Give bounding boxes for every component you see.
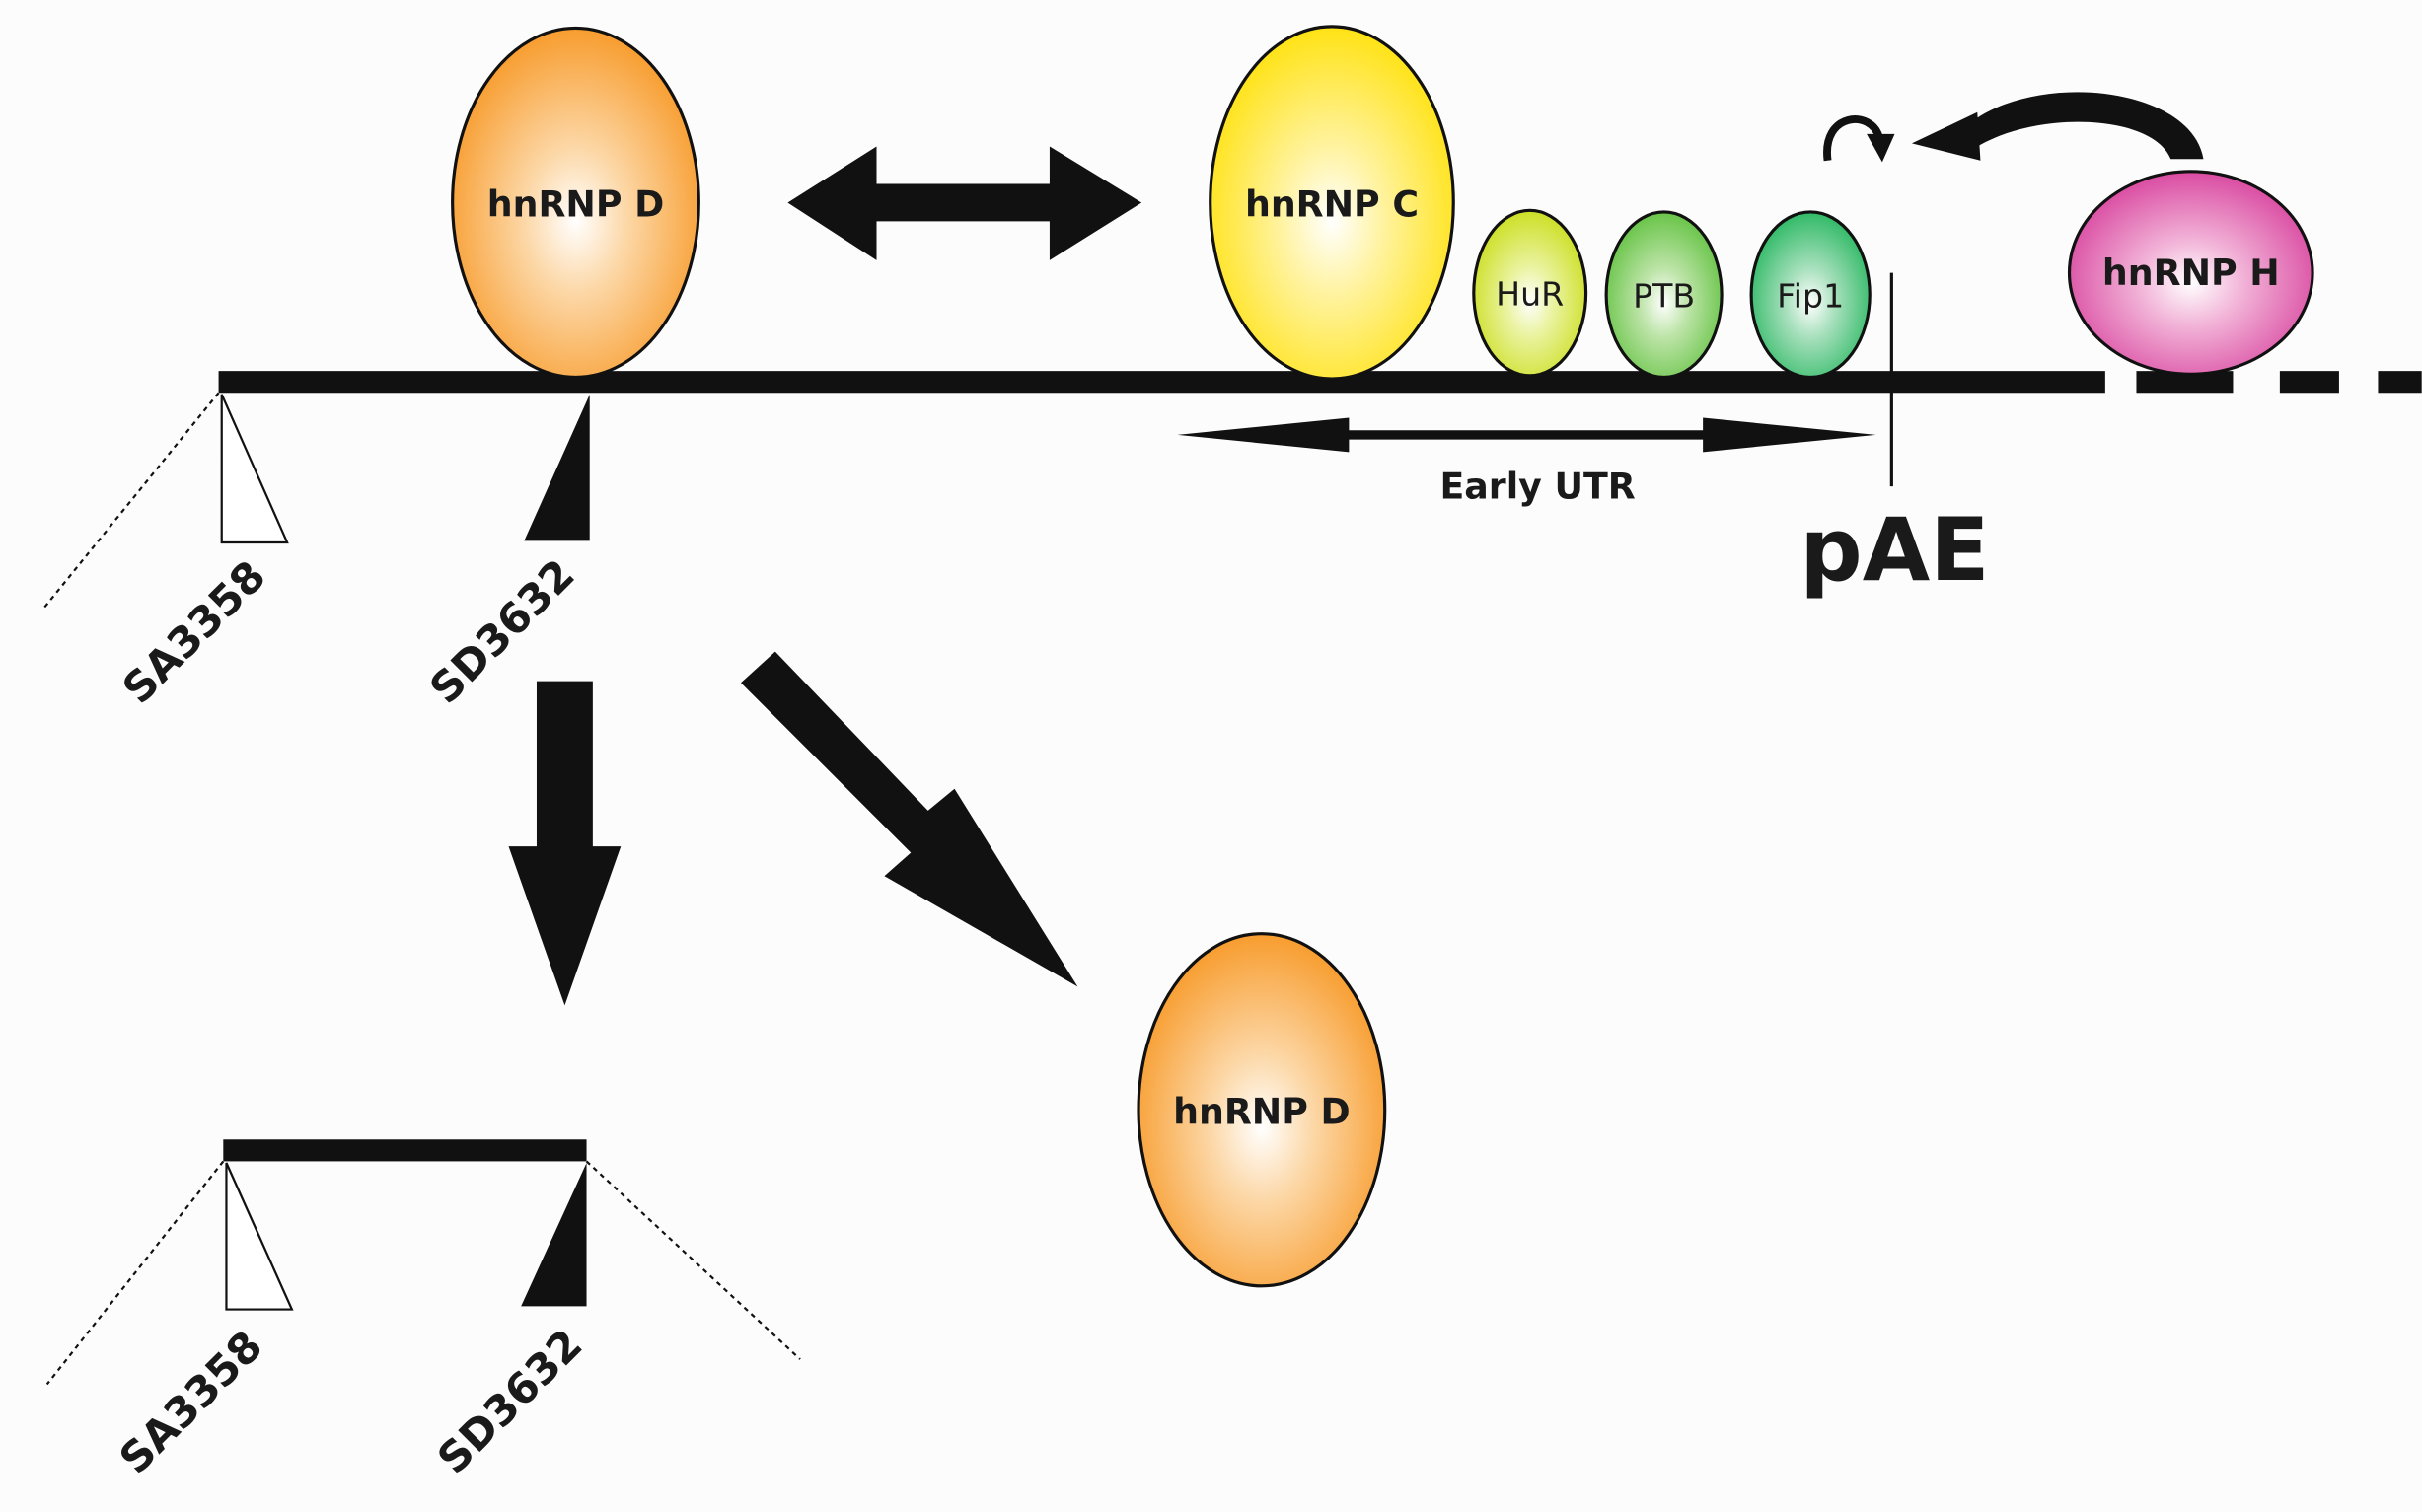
spliced-rna-line [223,1139,587,1162]
ptb-label: PTB [1633,276,1695,315]
sd-triangle-top [524,394,590,541]
sa-label-top: SA3358 [113,551,275,713]
hnrnp-h-curved-arrow-head [1911,111,1981,161]
sa-triangle-top [220,394,289,544]
sd-dotted-line-bottom [585,1160,801,1360]
sd-label-bottom: SD3632 [428,1320,592,1483]
sa-label-bottom: SA3358 [110,1322,272,1483]
hnrnp-c-ellipse [1209,25,1455,381]
rna-line-dash-2 [2279,371,2339,394]
hur-ellipse [1472,208,1588,378]
fip1-ellipse [1749,210,1872,380]
hnrnp-d-released-ellipse [1137,932,1387,1288]
hnrnp-h-label: hnRNP H [2102,252,2280,294]
sd-triangle-bottom [521,1162,587,1307]
hnrnp-d-released-label: hnRNP D [1173,1090,1351,1132]
early-utr-arrow [1177,417,1876,453]
rna-line-dash-1 [2136,371,2234,394]
hur-label: HuR [1496,275,1564,314]
hnrnp-d-top-label: hnRNP D [487,183,665,226]
loop-arrow-small-head [1867,133,1895,163]
hnrnp-h-curved-arrow [1967,92,2204,160]
sa-dotted-line-top [42,392,220,610]
down-arrow [508,681,622,1006]
early-utr-label: Early UTR [1439,466,1635,508]
interaction-double-arrow [787,146,1142,260]
loop-arrow-small [1823,115,1883,162]
hnrnp-h-ellipse [2067,170,2314,376]
hnrnp-d-top-ellipse [451,26,700,380]
ptb-ellipse [1604,210,1724,380]
fip1-label: Fip1 [1777,276,1844,315]
diagonal-arrow [741,651,1078,987]
rna-line-dash-3 [2378,371,2422,394]
sa-triangle-bottom [225,1162,294,1311]
rna-line-solid [218,371,2105,394]
hnrnp-c-label: hnRNP C [1245,183,1419,226]
sa-dotted-line-bottom [45,1160,225,1386]
pae-label: pAE [1799,499,1989,601]
